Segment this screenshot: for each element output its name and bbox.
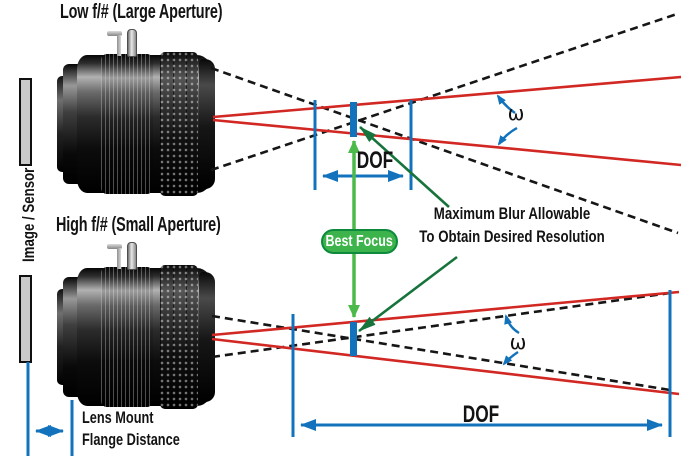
max-blur-pointer-bottom <box>358 255 458 333</box>
top-dof-label: DOF <box>356 147 394 174</box>
best-focus-label: Best Focus <box>325 232 394 250</box>
lens-lock-screw-icon <box>127 29 137 57</box>
bottom-aperture-ray-lower-dashed <box>211 291 671 359</box>
best-focus-badge: Best Focus <box>321 229 398 254</box>
image-sensor-top <box>19 78 32 166</box>
bottom-angle-omega-label: ω <box>509 330 527 354</box>
max-blur-note: Maximum Blur Allowable To Obtain Desired… <box>418 202 605 248</box>
top-blur-cone-lower-red <box>212 118 682 167</box>
lens-knurled-ring <box>160 52 198 196</box>
flange-label-line2: Flange Distance <box>82 430 180 449</box>
flange-distance-label: Lens Mount Flange Distance <box>82 407 180 451</box>
top-angle-omega-label: ω <box>507 101 525 125</box>
low-fnum-title: Low f/# (Large Aperture) <box>60 1 223 23</box>
image-sensor-label: Image / Sensor <box>19 167 38 262</box>
lens-thumb-lever-icon <box>107 31 122 36</box>
top-focus-blur-spot <box>350 102 357 137</box>
top-aperture-ray-lower-dashed <box>210 12 678 172</box>
lens-thumb-lever-icon <box>107 244 122 249</box>
lens-thumb-lever-stem-icon <box>117 35 121 56</box>
lens-front-cap <box>199 272 215 402</box>
lens-high-fnum <box>57 265 215 409</box>
max-blur-note-line2: To Obtain Desired Resolution <box>419 227 605 246</box>
bottom-blur-cone-lower-red <box>211 337 680 396</box>
top-angle-arc-lower <box>497 126 518 146</box>
image-sensor-bottom <box>19 275 32 363</box>
lens-knurled-ring <box>160 265 198 409</box>
lens-lock-screw-icon <box>127 242 137 270</box>
bottom-aperture-ray-upper-dashed <box>211 314 671 392</box>
top-blur-cone-upper-red <box>212 75 682 119</box>
flange-label-line1: Lens Mount <box>82 408 154 427</box>
lens-low-fnum <box>57 52 215 196</box>
bottom-dof-label: DOF <box>462 401 500 428</box>
high-fnum-title: High f/# (Small Aperture) <box>56 214 221 236</box>
lens-focus-ring <box>101 54 153 194</box>
lens-front-cap <box>199 59 215 189</box>
lens-focus-ring <box>101 267 153 407</box>
bottom-blur-cone-upper-red <box>211 290 680 337</box>
bottom-focus-blur-spot <box>350 322 357 356</box>
max-blur-note-line1: Maximum Blur Allowable <box>433 204 591 223</box>
lens-thumb-lever-stem-icon <box>117 248 121 269</box>
